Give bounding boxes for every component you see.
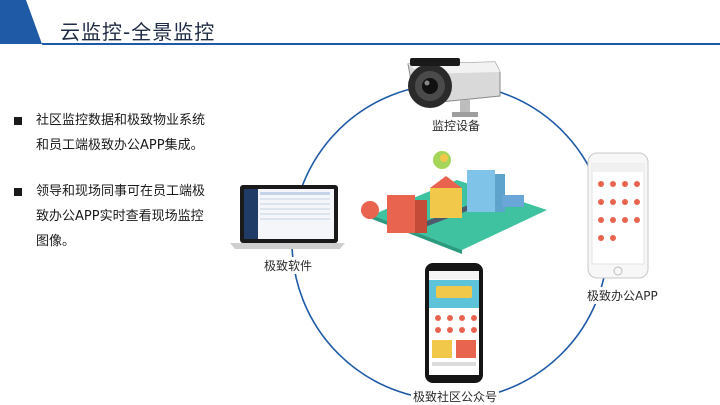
page-title: 云监控-全景监控 — [60, 20, 216, 44]
bullet-item: 领导和现场同事可在员工端极致办公APP实时查看现场监控图像。 — [14, 179, 214, 254]
bullet-square-icon — [14, 188, 22, 196]
phone-black-icon — [425, 263, 483, 383]
office-app-label: 极致办公APP — [585, 287, 660, 304]
city-illustration — [361, 151, 547, 254]
bullet-list: 社区监控数据和极致物业系统和员工端极致办公APP集成。 领导和现场同事可在员工端… — [14, 108, 214, 275]
software-label: 极致软件 — [262, 257, 315, 274]
bullet-text: 社区监控数据和极致物业系统和员工端极致办公APP集成。 — [36, 113, 206, 153]
wechat-label: 极致社区公众号 — [411, 388, 500, 405]
header-shape — [0, 0, 720, 45]
bullet-text: 领导和现场同事可在员工端极致办公APP实时查看现场监控图像。 — [36, 184, 206, 249]
camera-icon — [407, 58, 501, 117]
bullet-item: 社区监控数据和极致物业系统和员工端极致办公APP集成。 — [14, 108, 214, 158]
bullet-square-icon — [14, 117, 22, 125]
header-bar: 云监控-全景监控 — [0, 0, 720, 46]
laptop-icon — [230, 185, 345, 249]
camera-label: 监控设备 — [430, 117, 483, 134]
phone-white-icon — [587, 152, 649, 279]
